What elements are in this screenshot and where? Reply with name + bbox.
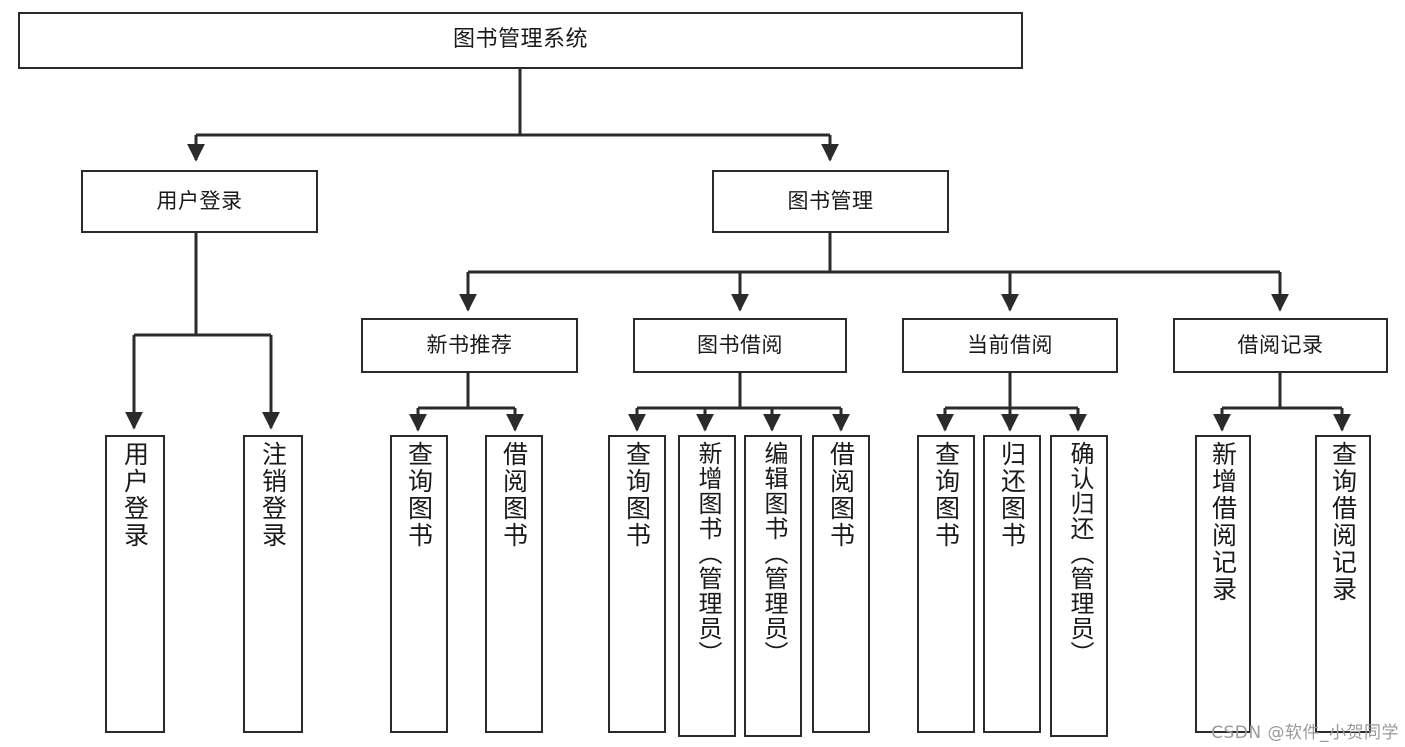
leaf-borrow-add-book-admin[interactable]: 新增图书（管理员） bbox=[678, 435, 736, 737]
node-label: 新增借阅记录 bbox=[1208, 441, 1238, 603]
node-label: 当前借阅 bbox=[967, 332, 1053, 357]
node-label: 新增图书（管理员） bbox=[693, 441, 722, 666]
leaf-record-query-record[interactable]: 查询借阅记录 bbox=[1315, 435, 1371, 733]
node-label: 用户登录 bbox=[156, 188, 243, 213]
node-label: 归还图书 bbox=[997, 441, 1027, 549]
leaf-current-query-book[interactable]: 查询图书 bbox=[917, 435, 975, 733]
node-book-management[interactable]: 图书管理 bbox=[712, 170, 949, 233]
node-label: 新书推荐 bbox=[426, 332, 513, 357]
node-label: 查询借阅记录 bbox=[1328, 441, 1358, 603]
node-current-borrow[interactable]: 当前借阅 bbox=[902, 318, 1118, 373]
leaf-user-login[interactable]: 用户登录 bbox=[105, 435, 165, 733]
node-label: 借阅图书 bbox=[499, 441, 529, 549]
leaf-borrow-borrow-book[interactable]: 借阅图书 bbox=[812, 435, 870, 733]
node-label: 查询图书 bbox=[404, 441, 434, 549]
node-root-system[interactable]: 图书管理系统 bbox=[18, 12, 1023, 69]
node-new-book-recommend[interactable]: 新书推荐 bbox=[361, 318, 578, 373]
leaf-record-add-record[interactable]: 新增借阅记录 bbox=[1195, 435, 1251, 733]
node-borrow-record[interactable]: 借阅记录 bbox=[1173, 318, 1388, 373]
leaf-borrow-query-book[interactable]: 查询图书 bbox=[608, 435, 666, 733]
node-label: 查询图书 bbox=[931, 441, 961, 549]
node-label: 注销登录 bbox=[258, 441, 288, 549]
node-label: 图书借阅 bbox=[697, 332, 783, 357]
node-label: 查询图书 bbox=[622, 441, 652, 549]
node-label: 借阅记录 bbox=[1237, 332, 1324, 357]
watermark: CSDN @软件_小贺同学 bbox=[1211, 723, 1399, 743]
node-label: 图书管理系统 bbox=[452, 27, 588, 53]
node-label: 编辑图书（管理员） bbox=[759, 441, 788, 666]
node-label: 图书管理 bbox=[787, 188, 874, 213]
leaf-user-logout[interactable]: 注销登录 bbox=[243, 435, 303, 733]
node-label: 借阅图书 bbox=[826, 441, 856, 549]
leaf-borrow-edit-book-admin[interactable]: 编辑图书（管理员） bbox=[744, 435, 802, 737]
leaf-current-confirm-return-admin[interactable]: 确认归还（管理员） bbox=[1050, 435, 1108, 737]
leaf-recommend-borrow-book[interactable]: 借阅图书 bbox=[485, 435, 543, 733]
leaf-recommend-query-book[interactable]: 查询图书 bbox=[390, 435, 448, 733]
leaf-current-return-book[interactable]: 归还图书 bbox=[983, 435, 1041, 733]
node-label: 确认归还（管理员） bbox=[1065, 441, 1094, 666]
node-label: 用户登录 bbox=[120, 441, 150, 549]
node-book-borrow[interactable]: 图书借阅 bbox=[633, 318, 847, 373]
node-user-login[interactable]: 用户登录 bbox=[81, 170, 318, 233]
